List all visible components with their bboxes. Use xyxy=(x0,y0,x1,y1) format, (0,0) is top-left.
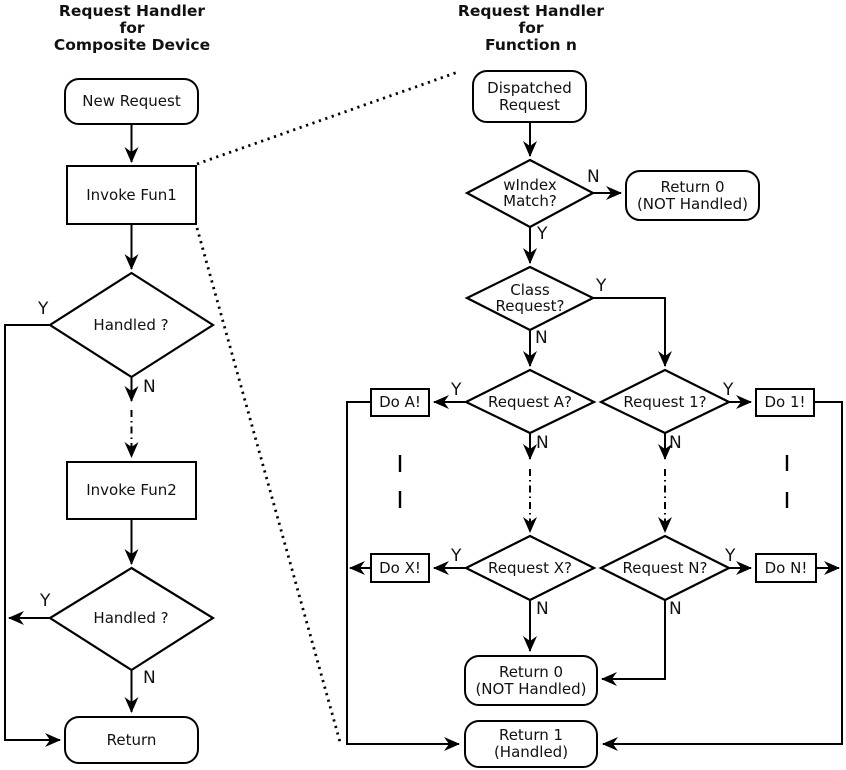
node-invoke-fun2-label: Invoke Fun2 xyxy=(86,481,177,499)
label-requestn-no: N xyxy=(669,599,682,619)
zoom-line-top xyxy=(196,70,459,166)
node-class-request-label: Class Request? xyxy=(496,282,565,314)
node-class-line2: Request? xyxy=(495,297,565,315)
node-return0-top: Return 0 (NOT Handled) xyxy=(625,170,760,221)
right-title-line1: Request Handler xyxy=(457,2,605,20)
node-windex-match-label: wIndex Match? xyxy=(503,177,557,209)
edge-class-yes-request1 xyxy=(593,297,672,367)
node-new-request-label: New Request xyxy=(82,92,181,110)
edge-requestn-no-return0 xyxy=(601,600,666,686)
zoom-line-bottom xyxy=(195,227,342,743)
node-do-a: Do A! xyxy=(370,388,430,417)
right-title-line3: Function n xyxy=(485,36,577,54)
node-windex-line1: wIndex xyxy=(503,176,557,194)
node-return1: Return 1 (Handled) xyxy=(464,720,598,768)
label-request1-yes: Y xyxy=(723,380,734,400)
node-handled-2-label: Handled ? xyxy=(93,609,169,627)
node-return0-bottom: Return 0 (NOT Handled) xyxy=(464,655,598,706)
node-do-a-label: Do A! xyxy=(379,393,421,411)
label-windex-yes: Y xyxy=(537,224,548,244)
ellipsis-marks xyxy=(398,455,789,508)
node-request-n-label: Request N? xyxy=(622,559,708,577)
node-dispatched-request: Dispatched Request xyxy=(472,70,587,123)
node-return-left: Return xyxy=(64,716,199,764)
left-title-line3: Composite Device xyxy=(53,36,211,54)
node-new-request: New Request xyxy=(64,78,199,125)
label-handled1-no: N xyxy=(143,377,156,397)
node-dispatched-line1: Dispatched xyxy=(487,78,572,97)
label-windex-no: N xyxy=(587,167,600,187)
zoom-indicator-lines xyxy=(195,70,459,743)
node-do-n-label: Do N! xyxy=(764,558,808,577)
label-handled2-no: N xyxy=(143,668,156,688)
diamond-shapes xyxy=(47,158,732,672)
node-class-line1: Class xyxy=(510,281,550,299)
node-return0-top-line2: (NOT Handled) xyxy=(636,194,749,213)
node-return1-line2: (Handled) xyxy=(493,743,569,761)
node-invoke-fun1: Invoke Fun1 xyxy=(66,165,197,225)
right-title-line2: for xyxy=(518,19,544,37)
node-dispatched-line2: Request xyxy=(499,95,560,114)
dashed-edges xyxy=(124,410,672,533)
solid-edges xyxy=(4,122,843,751)
right-chart-title: Request Handler for Function n xyxy=(421,3,641,54)
label-request1-no: N xyxy=(669,433,682,453)
node-do-x-label: Do X! xyxy=(379,558,421,577)
node-do-n: Do N! xyxy=(755,553,817,583)
node-return0-top-line1: Return 0 xyxy=(660,177,725,196)
node-return-left-label: Return xyxy=(106,730,157,749)
node-do-1-label: Do 1! xyxy=(764,393,806,411)
edge-doa-return1 xyxy=(346,401,460,751)
node-request-x-label: Request X? xyxy=(488,559,572,577)
label-requesta-yes: Y xyxy=(451,380,462,400)
edge-handled1-yes-return xyxy=(4,324,61,747)
label-requestx-yes: Y xyxy=(451,546,462,566)
node-return0-bottom-line2: (NOT Handled) xyxy=(475,679,587,698)
node-invoke-fun1-label: Invoke Fun1 xyxy=(86,185,177,204)
node-return1-line1: Return 1 xyxy=(498,726,564,744)
label-requesta-no: N xyxy=(536,433,549,453)
label-handled1-yes: Y xyxy=(38,299,49,319)
node-handled-1-label: Handled ? xyxy=(93,316,169,334)
left-title-line1: Request Handler xyxy=(58,2,206,20)
label-requestn-yes: Y xyxy=(725,546,736,566)
edge-do1-return1 xyxy=(602,401,843,751)
label-class-yes: Y xyxy=(596,276,607,296)
node-do-1: Do 1! xyxy=(755,388,815,417)
left-chart-title: Request Handler for Composite Device xyxy=(22,3,242,54)
node-windex-line2: Match? xyxy=(503,192,557,210)
left-title-line2: for xyxy=(119,19,145,37)
label-class-no: N xyxy=(535,328,548,348)
node-request-1-label: Request 1? xyxy=(623,393,707,411)
node-invoke-fun2: Invoke Fun2 xyxy=(66,461,197,520)
label-requestx-no: N xyxy=(536,599,549,619)
node-do-x: Do X! xyxy=(370,553,430,583)
node-request-a-label: Request A? xyxy=(488,393,572,411)
label-handled2-yes: Y xyxy=(40,591,51,611)
node-return0-bottom-line1: Return 0 xyxy=(498,662,564,681)
